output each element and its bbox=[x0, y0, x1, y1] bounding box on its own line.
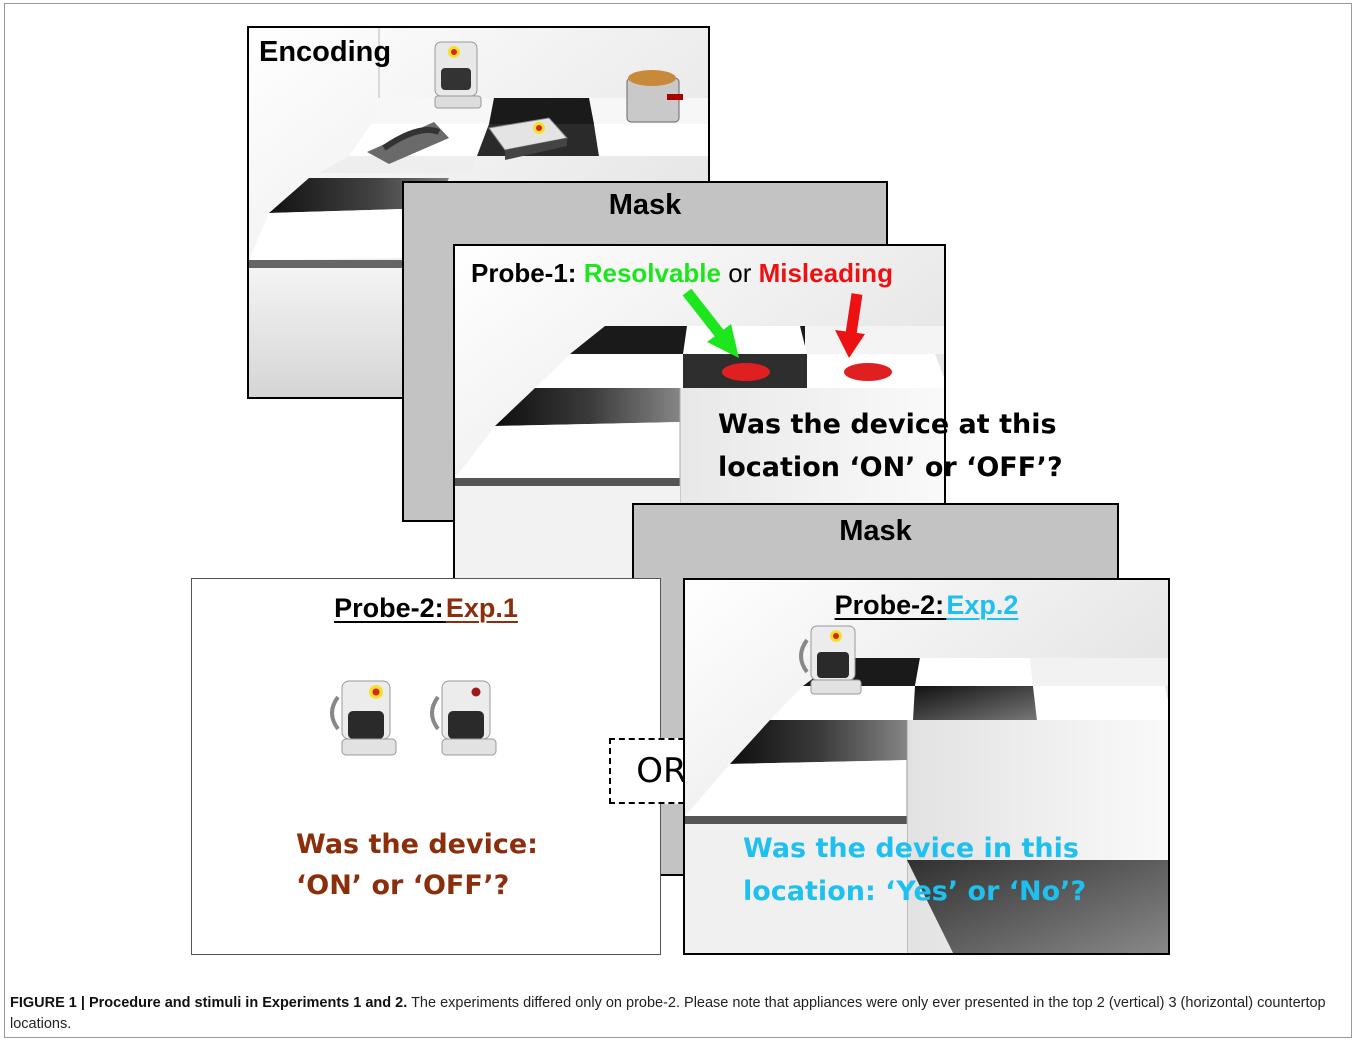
iron-icon bbox=[367, 122, 449, 164]
probe2-exp1-exp: Exp.1 bbox=[445, 593, 518, 623]
coffee-maker-pair bbox=[330, 680, 497, 756]
probe2-exp2-scene bbox=[685, 580, 1168, 953]
probe1-title: Probe-1: Resolvable or Misleading bbox=[471, 258, 893, 289]
red-arrow-icon bbox=[835, 293, 865, 358]
mask-title: Mask bbox=[608, 189, 682, 221]
probe2-exp2-question-line1: Was the device in this bbox=[743, 833, 1079, 864]
probe-location-misleading bbox=[844, 363, 892, 381]
coffee-maker-off-icon bbox=[430, 680, 497, 756]
figure-caption: FIGURE 1 | Procedure and stimuli in Expe… bbox=[10, 993, 1340, 1035]
probe1-question-line2: location ‘ON’ or ‘OFF’? bbox=[718, 452, 1063, 483]
probe2-exp1-prefix: Probe-2: bbox=[334, 593, 444, 623]
green-arrow-icon bbox=[682, 288, 739, 358]
coffee-maker-on-icon bbox=[330, 680, 397, 756]
figure-frame bbox=[4, 3, 1352, 1038]
resolvable-label: Resolvable bbox=[583, 258, 721, 288]
caption-text: The experiments differed only on probe-2… bbox=[10, 995, 1326, 1032]
probe-location-resolvable bbox=[722, 363, 770, 381]
encoding-title: Encoding bbox=[259, 36, 392, 68]
probe2-exp1-question-line2: ‘ON’ or ‘OFF’? bbox=[296, 870, 510, 901]
probe2-exp1-question-line1: Was the device: bbox=[296, 829, 538, 860]
probe2-exp2-prefix: Probe-2: bbox=[834, 590, 945, 620]
fryer-icon bbox=[626, 70, 683, 123]
probe1-prefix: Probe-1: bbox=[471, 258, 577, 288]
probe2-exp1-title: Probe-2: Exp.1 bbox=[192, 593, 660, 624]
probe1-question-line1: Was the device at this bbox=[718, 409, 1057, 440]
coffee-maker-icon bbox=[434, 41, 482, 109]
or-box-label: OR bbox=[636, 751, 687, 791]
sandwich-maker-icon bbox=[488, 117, 568, 160]
misleading-label: Misleading bbox=[758, 258, 893, 288]
coffee-maker-icon bbox=[799, 625, 862, 695]
or-label: or bbox=[728, 258, 752, 288]
probe2-exp2-panel: Probe-2: Exp.2 Was the device in this lo… bbox=[683, 578, 1170, 955]
probe1-question: Was the device at this location ‘ON’ or … bbox=[718, 403, 1063, 489]
probe2-exp1-question: Was the device: ‘ON’ or ‘OFF’? bbox=[296, 824, 538, 906]
caption-label: FIGURE 1 | Procedure and stimuli in Expe… bbox=[10, 995, 408, 1011]
probe2-exp2-exp: Exp.2 bbox=[946, 590, 1019, 620]
probe2-exp2-title: Probe-2: Exp.2 bbox=[685, 590, 1168, 621]
probe2-exp2-question-line2: location: ‘Yes’ or ‘No’? bbox=[743, 876, 1087, 907]
probe2-exp1-panel: Probe-2: Exp.1 Was the device: ‘ON’ or ‘… bbox=[191, 578, 661, 955]
probe2-exp2-question: Was the device in this location: ‘Yes’ o… bbox=[743, 827, 1086, 913]
mask2-title: Mask bbox=[839, 515, 912, 547]
